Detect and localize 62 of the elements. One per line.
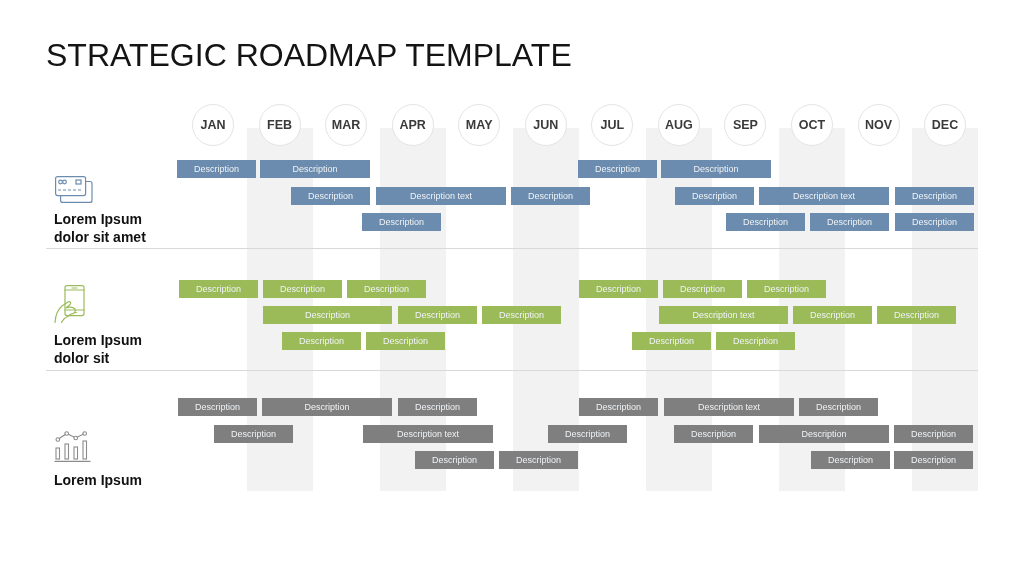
task-bar: Description [282, 332, 361, 350]
task-bar: Description [632, 332, 711, 350]
month-circle: MAY [458, 104, 501, 146]
month-circle: APR [391, 104, 434, 146]
task-bar: Description [663, 280, 742, 298]
task-bar: Description [178, 398, 257, 416]
task-bar: Description [793, 306, 872, 324]
month-circle: JAN [192, 104, 234, 146]
task-bar: Description [291, 187, 370, 205]
task-bar: Description [214, 425, 293, 443]
task-bar: Description [398, 306, 477, 324]
month-circle: JUN [524, 104, 567, 146]
task-bar: Description [263, 280, 342, 298]
task-bar: Description [499, 451, 578, 469]
task-bar: Description text [363, 425, 493, 443]
task-bar: Description [578, 160, 657, 178]
task-bar: Description [811, 451, 890, 469]
task-bar: Description [894, 451, 973, 469]
task-bar: Description [810, 213, 889, 231]
task-bar: Description [661, 160, 771, 178]
task-bar: Description text [759, 187, 889, 205]
month-circle: NOV [857, 104, 900, 146]
task-bar: Description [799, 398, 878, 416]
task-bar: Description [675, 187, 754, 205]
month-circle: DEC [924, 104, 967, 146]
task-bar: Description [398, 398, 477, 416]
task-bar: Description text [376, 187, 506, 205]
task-bar: Description [179, 280, 258, 298]
task-bar: Description [177, 160, 256, 178]
title: STRATEGIC ROADMAP TEMPLATE [46, 36, 572, 74]
task-bar: Description [263, 306, 392, 324]
task-bar: Description [579, 280, 658, 298]
month-circle: FEB [258, 104, 301, 146]
task-bar: Description [347, 280, 426, 298]
lane-label: Lorem Ipsum dolor sit [54, 331, 143, 367]
task-bar: Description [362, 213, 441, 231]
task-bar: Description [548, 425, 627, 443]
lane-label: Lorem Ipsum dolor sit amet [54, 210, 147, 246]
task-bar: Description [511, 187, 590, 205]
task-bar: Description text [664, 398, 794, 416]
task-bar: Description [895, 187, 974, 205]
task-bar: Description [894, 425, 973, 443]
task-bar: Description [262, 398, 392, 416]
task-bar: Description [726, 213, 805, 231]
task-bar: Description [674, 425, 753, 443]
month-circle: OCT [790, 104, 833, 146]
task-bar: Description [366, 332, 445, 350]
task-bar: Description [482, 306, 561, 324]
task-bar: Description [579, 398, 658, 416]
task-bar: Description [747, 280, 826, 298]
month-circle: MAR [325, 104, 368, 146]
month-circle: AUG [657, 104, 700, 146]
month-circle: SEP [724, 104, 767, 146]
task-bar: Description [716, 332, 795, 350]
lane-label: Lorem Ipsum [54, 471, 143, 489]
task-bar: Description [877, 306, 956, 324]
month-circle: JUL [591, 104, 634, 146]
task-bar: Description text [659, 306, 788, 324]
task-bar: Description [895, 213, 974, 231]
task-bar: Description [260, 160, 370, 178]
task-bar: Description [759, 425, 889, 443]
task-bar: Description [415, 451, 494, 469]
